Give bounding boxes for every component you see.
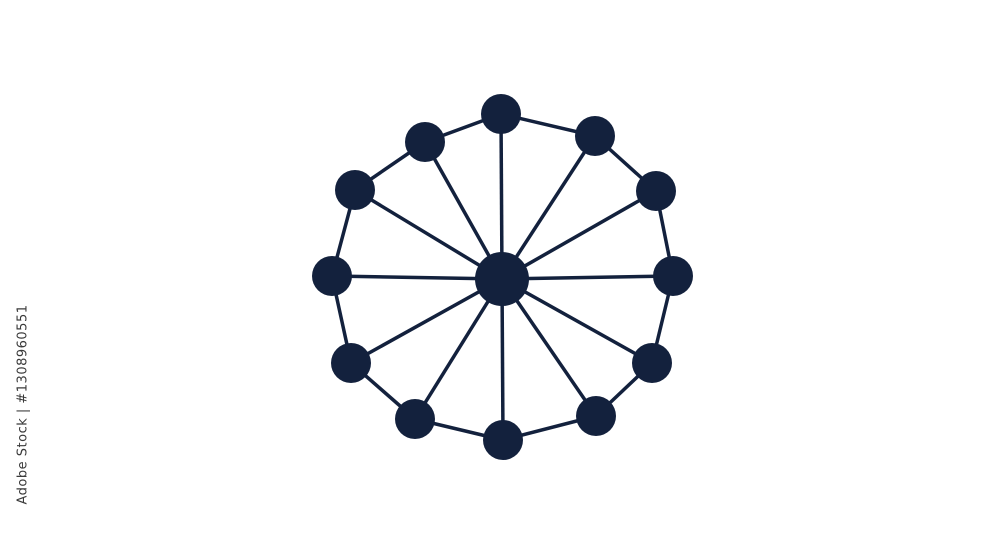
outer-node xyxy=(632,343,672,383)
outer-node xyxy=(331,343,371,383)
spoke-line xyxy=(500,135,597,280)
outer-node xyxy=(395,399,435,439)
outer-node xyxy=(576,396,616,436)
outer-node xyxy=(636,171,676,211)
stock-id-watermark: Adobe Stock | #1308960551 xyxy=(13,304,33,504)
outer-node xyxy=(575,116,615,156)
spoke-line xyxy=(501,277,653,365)
spoke-line xyxy=(501,189,657,281)
center-node xyxy=(475,252,529,306)
spoke-line xyxy=(413,278,504,420)
spoke-line xyxy=(500,278,598,417)
outer-node xyxy=(312,256,352,296)
outer-node xyxy=(335,170,375,210)
spoke-line xyxy=(499,113,504,280)
spoke-line xyxy=(331,274,503,281)
outer-node xyxy=(481,94,521,134)
spoke-line xyxy=(354,188,503,281)
spoke-line xyxy=(501,274,674,281)
spoke-line xyxy=(350,277,503,365)
outer-node xyxy=(483,420,523,460)
outer-nodes xyxy=(312,94,693,460)
outer-node xyxy=(405,122,445,162)
stock-id-text: Adobe Stock | #1308960551 xyxy=(15,304,31,504)
outer-node xyxy=(653,256,693,296)
